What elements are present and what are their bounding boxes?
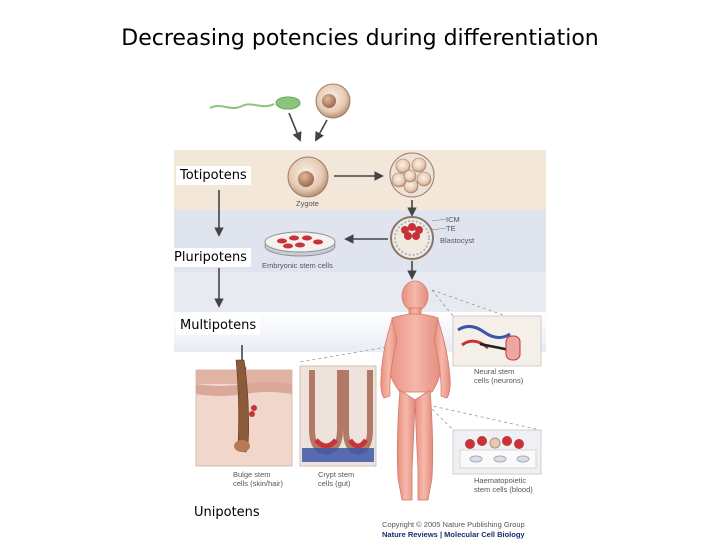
morula-icon [389,152,435,198]
skin-hair-tissue-icon [195,359,293,467]
stage-label-multipotent: Multipotens [176,316,261,335]
egg-cell-icon [315,83,351,119]
arrow-egg-zygote [315,119,328,142]
zygote-icon [287,156,329,198]
gut-crypt-tissue-icon [299,365,377,467]
petri-dish-icon [264,231,336,257]
icm-label: ICM [446,215,460,224]
arrow-sperm-zygote [288,112,302,142]
haematopoietic-stem-cells-label: Haematopoietic stem cells (blood) [474,476,533,494]
stage-label-pluripotent: Pluripotens [170,248,251,267]
stage-label-unipotent: Unipotens [190,503,264,522]
blood-tissue-icon [452,429,542,475]
page-title: Decreasing potencies during differentiat… [121,26,599,51]
embryonic-stem-cells-label: Embryonic stem cells [262,261,333,270]
human-body-icon [380,280,451,501]
copyright-line: Copyright © 2005 Nature Publishing Group [382,520,525,529]
blastocyst-icon [390,216,434,260]
bulge-stem-cells-label: Bulge stem cells (skin/hair) [233,470,284,488]
stage-label-totipotent: Totipotens [176,166,251,185]
blastocyst-label: Blastocyst [440,236,475,245]
publisher-line: Nature Reviews | Molecular Cell Biology [382,530,525,539]
sperm-icon [209,96,301,110]
neural-tissue-icon [452,315,542,367]
copyright-notice: Copyright © 2005 Nature Publishing Group… [382,520,525,540]
zygote-label: Zygote [296,199,319,208]
multipotent-band [174,272,546,312]
te-label: TE [446,224,456,233]
crypt-stem-cells-label: Crypt stem cells (gut) [318,470,355,488]
neural-stem-cells-label: Neural stem cells (neurons) [474,367,524,385]
